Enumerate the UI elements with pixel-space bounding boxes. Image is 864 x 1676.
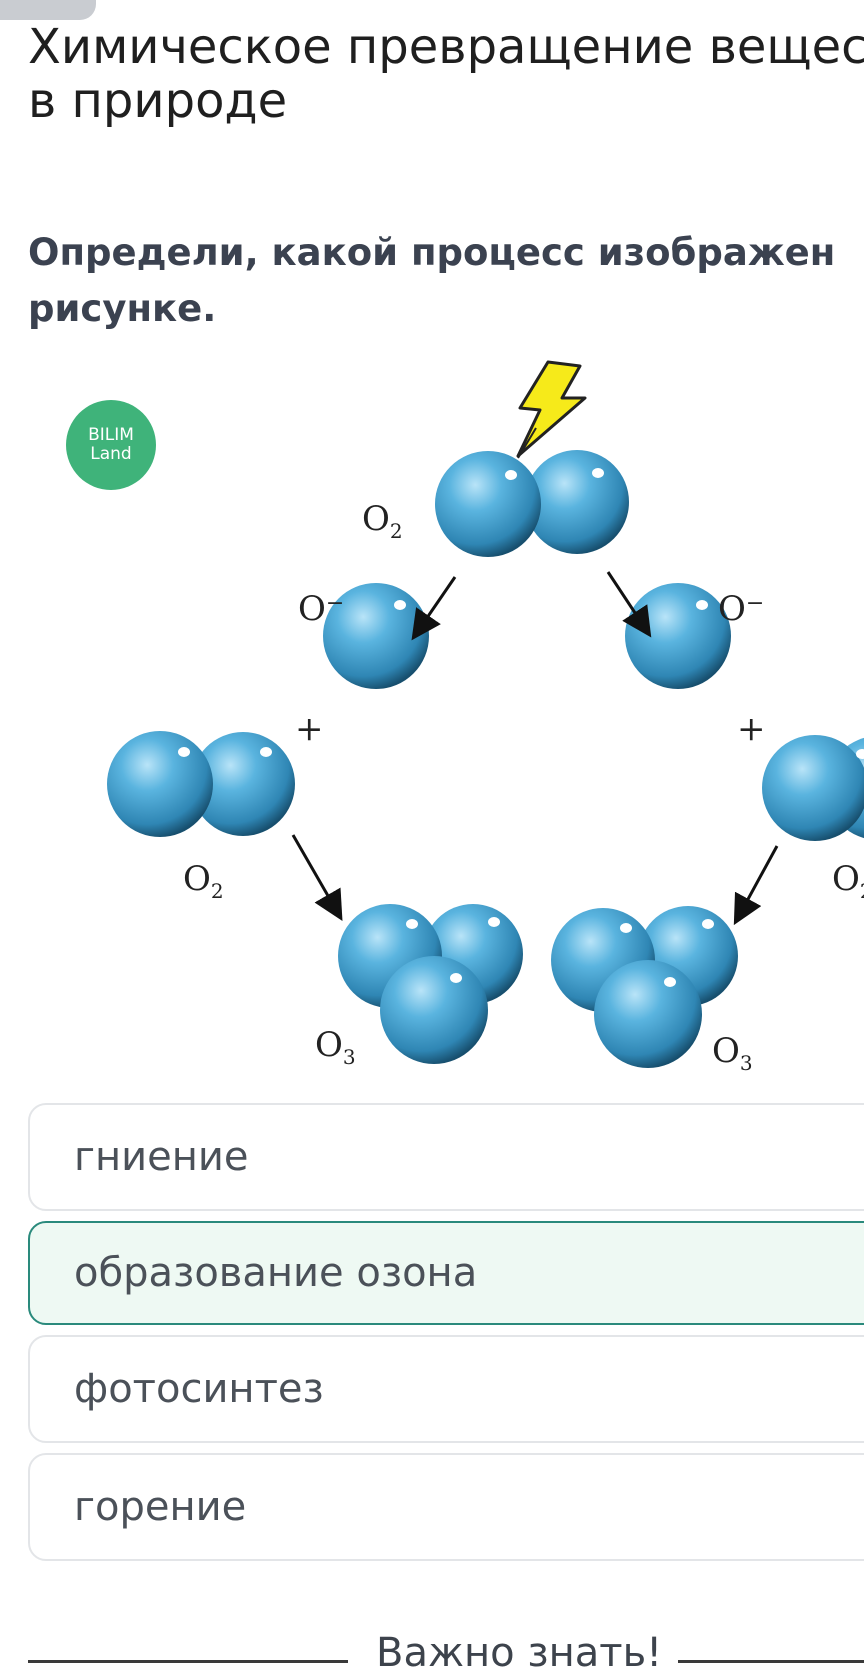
bolt-tail — [517, 427, 537, 459]
atom-o-left — [323, 583, 429, 689]
label-o2-right: O2 — [832, 859, 864, 901]
label-plus-right: + — [737, 709, 766, 749]
question-text: Определи, какой процесс изображен рисунк… — [28, 225, 864, 337]
label-o3-right: O3 — [712, 1031, 753, 1075]
atom-o-right — [625, 583, 731, 689]
answer-options: гниение образование озона фотосинтез гор… — [28, 1103, 864, 1571]
label-o2-top: O2 — [362, 499, 403, 543]
answer-label: фотосинтез — [74, 1366, 324, 1412]
answer-label: горение — [74, 1484, 247, 1530]
title-line-2: в природе — [28, 73, 288, 129]
ozone-formation-figure: BILIM Land O2 O− O− + + O2 O2 O3 O3 — [0, 360, 864, 1088]
label-o3-left: O3 — [315, 1025, 356, 1069]
arrow-to-o-left — [411, 576, 457, 641]
arrow-to-o-right — [606, 571, 652, 638]
label-plus-left: + — [295, 709, 324, 749]
logo-line-2: Land — [90, 444, 132, 464]
molecule-o3-left — [338, 904, 523, 1064]
label-o2-left: O2 — [183, 859, 224, 903]
divider-left — [28, 1660, 348, 1663]
answer-option-combustion[interactable]: горение — [28, 1453, 864, 1561]
logo-line-1: BILIM — [88, 425, 134, 445]
bilimland-logo: BILIM Land — [66, 400, 156, 490]
arrow-to-o3-left — [291, 834, 343, 922]
answer-option-photosynthesis[interactable]: фотосинтез — [28, 1335, 864, 1443]
molecule-o2-top — [435, 450, 629, 557]
divider-right — [678, 1660, 864, 1663]
title-line-1: Химическое превращение вещест — [28, 19, 864, 75]
answer-label: гниение — [74, 1134, 249, 1180]
top-tab — [0, 0, 96, 20]
label-o-minus-left: O− — [298, 589, 345, 629]
arrow-to-o3-right — [733, 845, 779, 926]
question-line-1: Определи, какой процесс изображен — [28, 231, 836, 274]
molecule-o3-right — [551, 906, 738, 1068]
molecule-o2-right — [762, 735, 864, 841]
page-title: Химическое превращение вещест в природе — [28, 20, 864, 128]
important-heading[interactable]: Важно знать! — [376, 1630, 663, 1676]
important-section-header: Важно знать! — [0, 1628, 864, 1676]
figure-svg — [107, 360, 864, 1068]
label-o-minus-right: O− — [718, 589, 765, 629]
answer-label: образование озона — [74, 1250, 478, 1296]
answer-option-rotting[interactable]: гниение — [28, 1103, 864, 1211]
molecule-o2-left — [107, 731, 295, 837]
answer-option-ozone-formation[interactable]: образование озона — [28, 1221, 864, 1325]
lightning-bolt-icon — [516, 360, 587, 458]
question-line-2: рисунке. — [28, 287, 217, 330]
